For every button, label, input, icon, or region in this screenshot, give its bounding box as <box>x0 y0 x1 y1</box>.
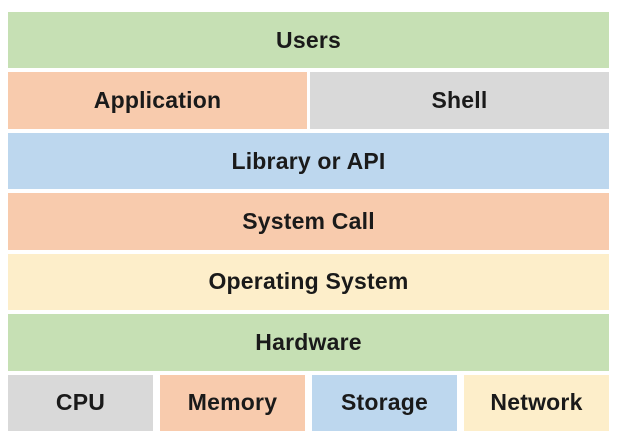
layer-application-label: Application <box>93 87 222 114</box>
os-layers-diagram: Users Application Shell Library or API S… <box>8 12 609 431</box>
layer-shell: Shell <box>310 72 609 129</box>
cell-memory-label: Memory <box>187 389 278 416</box>
row-application-shell: Application Shell <box>8 72 609 129</box>
layer-users-label: Users <box>276 26 341 53</box>
cell-network-label: Network <box>490 389 583 416</box>
row-operating-system: Operating System <box>8 253 609 311</box>
row-hardware-components: CPU Memory Storage Network <box>8 374 609 431</box>
row-library-or-api: Library or API <box>8 132 609 190</box>
layer-library-or-api: Library or API <box>8 132 609 190</box>
layer-shell-label: Shell <box>431 87 488 114</box>
cell-storage-label: Storage <box>340 389 429 416</box>
layer-hardware: Hardware <box>8 314 609 371</box>
cell-network: Network <box>464 374 609 431</box>
layer-users: Users <box>8 12 609 69</box>
layer-application: Application <box>8 72 307 129</box>
layer-system-call-label: System Call <box>242 207 375 234</box>
cell-cpu-label: CPU <box>55 389 106 416</box>
layer-system-call: System Call <box>8 193 609 250</box>
cell-cpu: CPU <box>8 374 153 431</box>
row-system-call: System Call <box>8 193 609 250</box>
row-hardware: Hardware <box>8 314 609 371</box>
row-users: Users <box>8 12 609 69</box>
cell-memory: Memory <box>160 374 305 431</box>
cell-storage: Storage <box>312 374 457 431</box>
layer-operating-system: Operating System <box>8 253 609 311</box>
layer-operating-system-label: Operating System <box>208 268 409 295</box>
layer-library-or-api-label: Library or API <box>231 147 386 174</box>
layer-hardware-label: Hardware <box>255 328 362 355</box>
